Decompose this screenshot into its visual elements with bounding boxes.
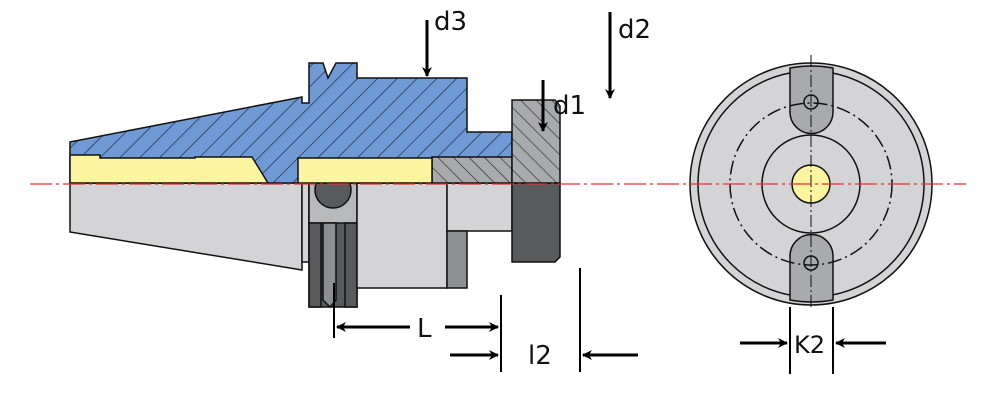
front-view <box>689 55 933 310</box>
bore-left <box>69 154 270 184</box>
groove-right <box>344 222 358 308</box>
neck-step <box>446 230 468 289</box>
label-d2: d2 <box>618 15 651 45</box>
bore-middle <box>297 157 433 184</box>
bottom-slot <box>789 233 834 303</box>
dimension-labels: d3 d1 d2 L l2 K2 <box>417 7 825 371</box>
label-d3: d3 <box>434 7 467 37</box>
dimensions <box>333 12 886 374</box>
nut-section <box>511 99 561 184</box>
upper-half-section <box>69 62 561 184</box>
taper-shank <box>69 182 303 271</box>
label-L: L <box>417 314 432 344</box>
label-l2: l2 <box>528 341 552 371</box>
nut-lower <box>511 182 561 263</box>
flange-strip <box>301 182 310 263</box>
label-K2: K2 <box>794 331 825 359</box>
body-collar <box>356 182 448 289</box>
body-neck <box>446 182 513 232</box>
lower-half-view <box>69 171 561 309</box>
label-d1: d1 <box>553 91 586 121</box>
thread-section <box>431 156 513 184</box>
groove-left <box>308 222 322 308</box>
